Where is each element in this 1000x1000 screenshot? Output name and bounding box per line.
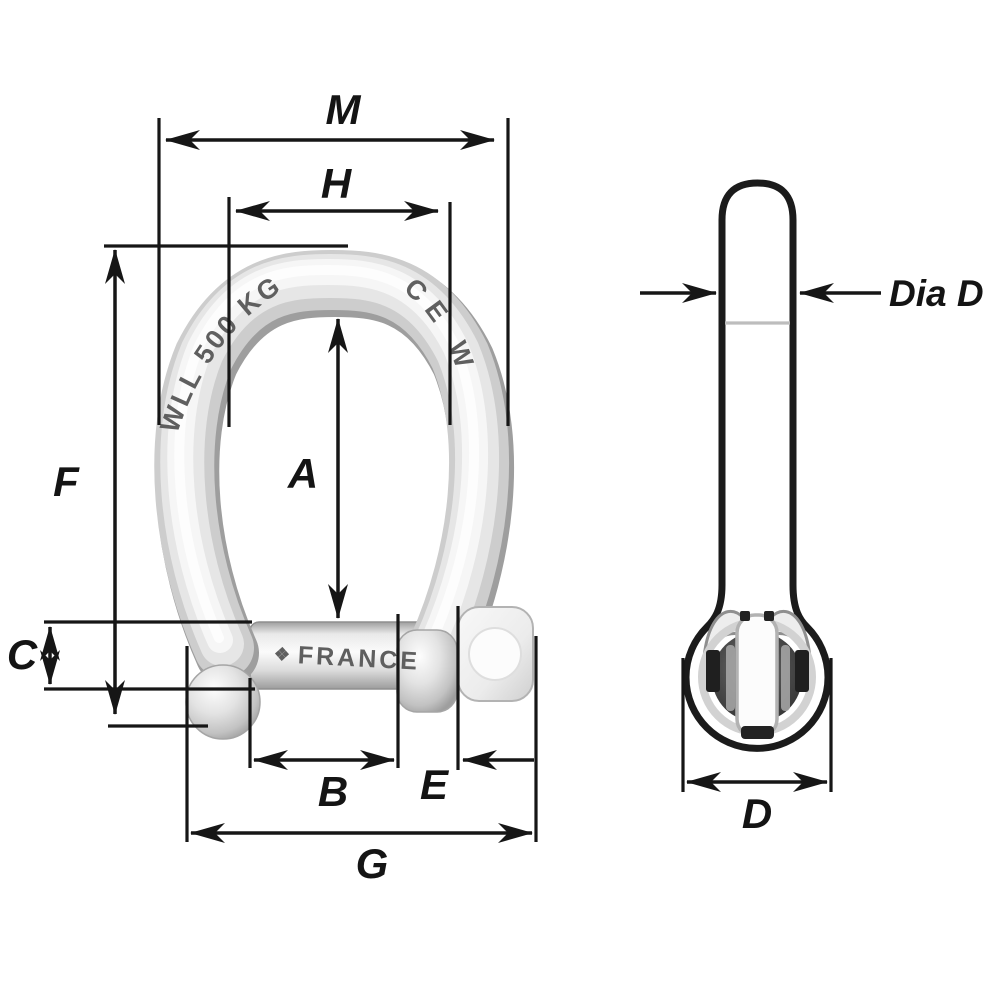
- pin-head-highlight: [468, 627, 522, 681]
- dim-a: A: [287, 318, 348, 619]
- dim-m-label: M: [326, 86, 362, 133]
- dim-f: F: [53, 244, 348, 728]
- dia-d-label: Dia D: [889, 273, 984, 314]
- wichard-logo-icon: ❖: [273, 644, 290, 665]
- engraving-pin: FRANCE: [297, 641, 420, 675]
- slot-cap-top-left: [740, 611, 750, 621]
- dim-c-label: C: [7, 631, 38, 678]
- pin-profile-outline: [682, 179, 832, 752]
- front-view: WLL 500 KG CE W ❖ FRANCE: [154, 270, 534, 740]
- pin-engraving: ❖ FRANCE: [273, 641, 420, 675]
- left-flank-highlight: [726, 645, 735, 711]
- dim-e: E: [420, 606, 534, 808]
- pin-slot: [735, 613, 779, 739]
- dim-f-label: F: [53, 458, 80, 505]
- dim-dia-d: Dia D: [640, 273, 984, 314]
- dim-d: D: [681, 658, 833, 837]
- left-tab: [706, 650, 720, 692]
- dim-e-label: E: [420, 761, 450, 808]
- dim-h: H: [227, 160, 452, 427]
- right-tab: [795, 650, 809, 692]
- dim-c: C: [7, 620, 255, 691]
- dim-h-label: H: [321, 160, 353, 207]
- dimensions-side: Dia D D: [640, 273, 984, 837]
- dim-a-label: A: [287, 450, 318, 497]
- side-view: [682, 179, 832, 752]
- dim-d-label: D: [742, 790, 772, 837]
- dimensions-front: M H F A C: [7, 86, 538, 887]
- dim-g: G: [185, 636, 538, 887]
- dim-m: M: [157, 86, 510, 426]
- dim-g-label: G: [356, 840, 389, 887]
- slot-cap-top-right: [764, 611, 774, 621]
- right-flank-highlight: [781, 645, 790, 711]
- dim-b-label: B: [318, 768, 348, 815]
- slot-cap-bottom: [741, 726, 774, 739]
- dim-b: B: [248, 614, 400, 815]
